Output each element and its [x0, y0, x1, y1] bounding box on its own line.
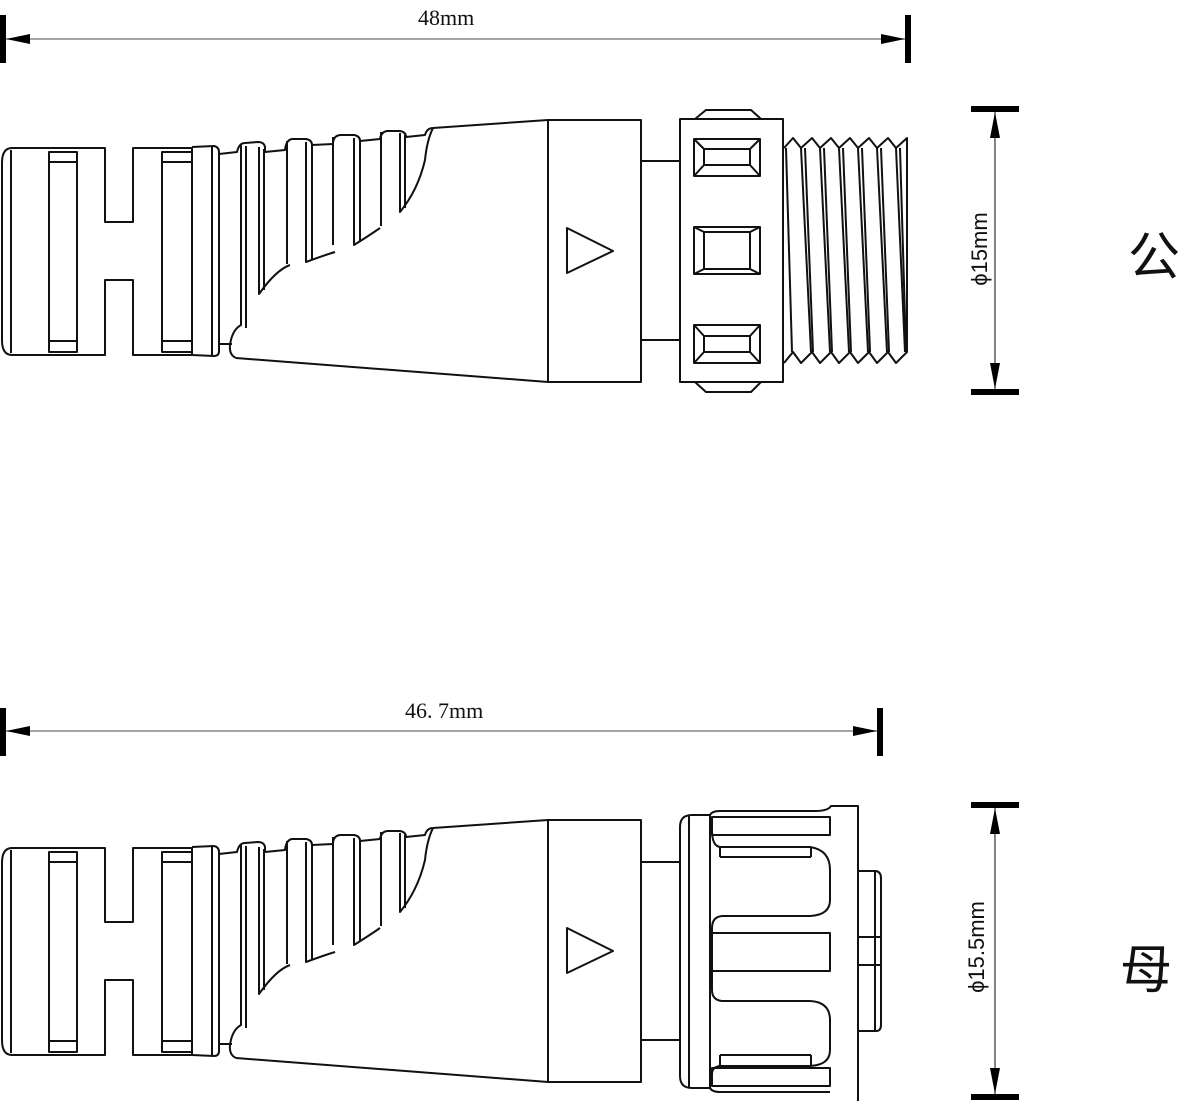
female-connector [0, 708, 1019, 1101]
male-type-label: 公 [1128, 228, 1181, 288]
coupling-nut-male [679, 109, 784, 393]
rear-flange-female [858, 870, 882, 1032]
female-type-label: 母 [1120, 941, 1173, 1001]
female-length-label: 46. 7mm [405, 698, 484, 723]
male-connector [0, 15, 1019, 395]
male-diameter-label: ϕ15mm [967, 212, 992, 286]
cable-boot-female [1, 819, 642, 1083]
thread-male [783, 137, 908, 364]
length-dimension-female [0, 708, 883, 756]
coupling-ring-female [679, 805, 859, 1101]
diameter-dimension-male [971, 106, 1019, 395]
female-diameter-label: ϕ15.5mm [964, 901, 989, 993]
diameter-dimension-female [971, 802, 1019, 1100]
length-dimension-male [0, 15, 911, 63]
cable-boot-male [1, 119, 642, 383]
male-length-label: 48mm [418, 5, 475, 30]
